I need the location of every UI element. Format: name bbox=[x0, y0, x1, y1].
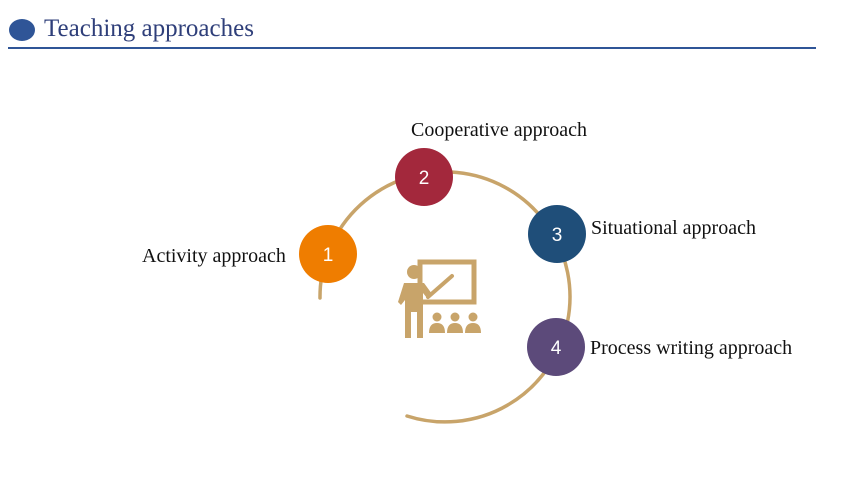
step-4-number: 4 bbox=[551, 338, 562, 359]
bullet-dot-icon bbox=[9, 19, 35, 41]
step-2-label: Cooperative approach bbox=[411, 119, 588, 141]
teacher-presenting-icon bbox=[398, 259, 481, 338]
step-1-circle bbox=[299, 225, 357, 283]
step-2-circle bbox=[395, 148, 453, 206]
step-2-node: 2 bbox=[395, 148, 453, 206]
step-3-label: Situational approach bbox=[591, 217, 756, 239]
step-3-number: 3 bbox=[552, 225, 563, 246]
slide-title: Teaching approaches bbox=[44, 15, 254, 42]
cycle-ring bbox=[318, 170, 572, 424]
step-4-node: 4 bbox=[527, 318, 585, 376]
step-3-circle bbox=[528, 205, 586, 263]
step-1-number: 1 bbox=[323, 245, 334, 266]
step-1-node: 1 bbox=[299, 225, 357, 283]
step-4-label: Process writing approach bbox=[590, 337, 793, 359]
slide-header: Teaching approaches bbox=[0, 0, 860, 60]
step-2-number: 2 bbox=[419, 168, 430, 189]
step-4-circle bbox=[527, 318, 585, 376]
step-1-label: Activity approach bbox=[142, 245, 286, 267]
step-3-node: 3 bbox=[528, 205, 586, 263]
header-divider bbox=[8, 47, 816, 49]
